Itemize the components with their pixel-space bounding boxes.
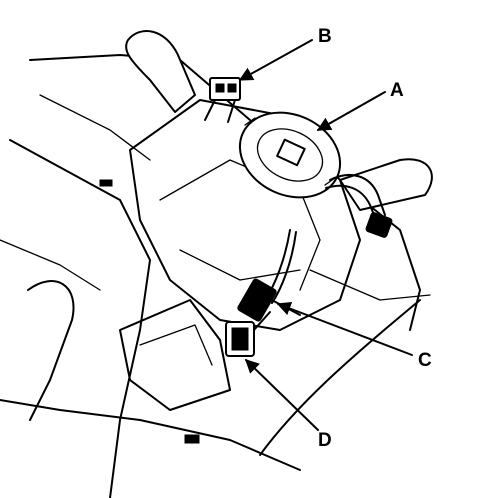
panel-slot <box>184 434 200 444</box>
harness-connector <box>365 212 393 238</box>
callout-b: B <box>318 26 332 47</box>
panel-slot <box>99 179 113 187</box>
cable-reel <box>238 111 342 199</box>
steering-column-cover <box>119 99 361 411</box>
leader-d <box>244 359 319 431</box>
cable-reel-harness <box>264 174 393 304</box>
connector-c <box>237 278 301 322</box>
combination-switch-stalks <box>125 30 433 211</box>
upper-stalk <box>125 30 196 113</box>
callout-c: C <box>418 350 432 371</box>
callout-a: A <box>390 80 404 101</box>
leader-lines <box>238 39 413 431</box>
connector-b <box>204 77 241 123</box>
callout-d: D <box>318 430 332 451</box>
connector-d <box>225 311 271 357</box>
leader-a <box>316 91 386 131</box>
right-stalk <box>339 158 433 211</box>
leader-b <box>238 39 313 81</box>
dashboard-panel <box>0 54 431 498</box>
leader-c <box>276 301 413 356</box>
